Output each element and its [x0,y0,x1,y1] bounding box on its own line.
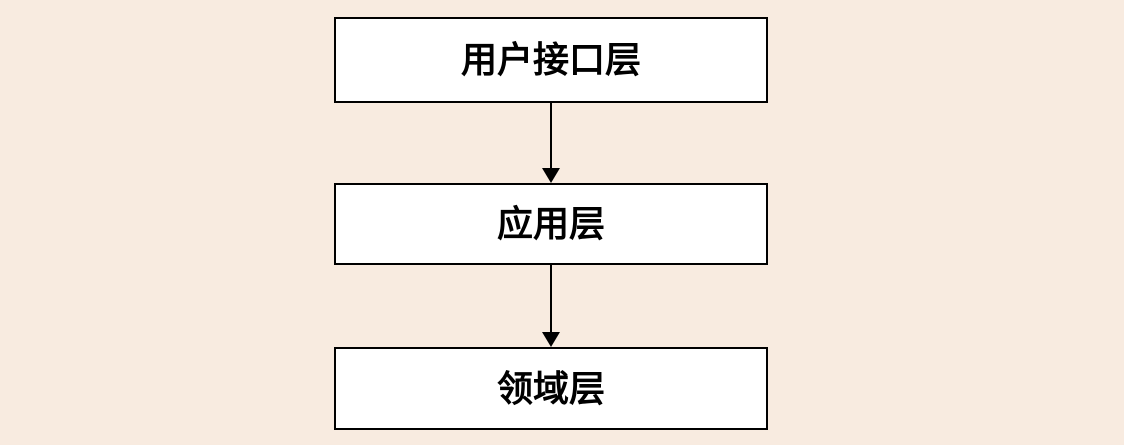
arrow-head-down-icon [542,168,560,183]
layer-box-domain: 领域层 [334,347,768,430]
layer-box-application: 应用层 [334,183,768,265]
arrow-ui-to-application [542,103,560,183]
layer-label-application: 应用层 [496,203,605,244]
arrow-line [550,103,552,168]
layer-box-user-interface: 用户接口层 [334,17,768,103]
arrow-line [550,265,552,332]
arrow-application-to-domain [542,265,560,347]
layer-label-user-interface: 用户接口层 [460,39,641,80]
layer-label-domain: 领域层 [496,367,605,409]
arrow-head-down-icon [542,332,560,347]
